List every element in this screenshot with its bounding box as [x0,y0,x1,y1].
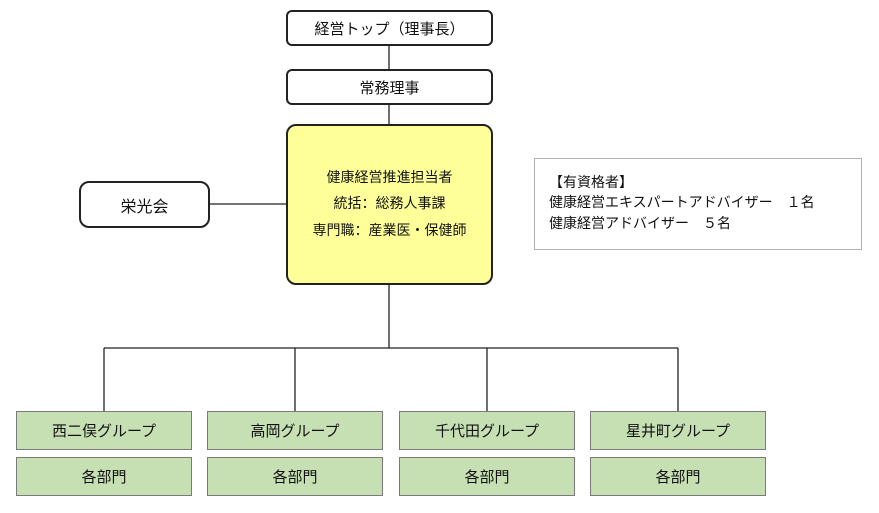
qualified-persons-note: 【有資格者】 健康経営エキスパートアドバイザー １名 健康経営アドバイザー ５名 [534,158,862,250]
health-promotion-specialists: 専門職：産業医・保健師 [312,222,467,239]
eikokai-box: 栄光会 [79,181,210,228]
group-name: 星井町グループ [625,422,731,440]
department-label: 各部門 [272,468,318,486]
department-box: 各部門 [399,457,575,496]
group-box-takaoka: 高岡グループ [207,411,383,450]
group-name: 西二俣グループ [51,422,157,440]
department-box: 各部門 [590,457,766,496]
executive-director-label: 常務理事 [359,78,420,97]
group-name: 高岡グループ [250,422,340,440]
executive-director-box: 常務理事 [286,69,493,105]
department-label: 各部門 [655,468,701,486]
health-promotion-box: 健康経営推進担当者 統括：総務人事課 専門職：産業医・保健師 [286,124,493,285]
department-label: 各部門 [81,468,127,486]
department-box: 各部門 [207,457,383,496]
health-promotion-title: 健康経営推進担当者 [326,169,453,186]
qualified-row-expert: 健康経営エキスパートアドバイザー １名 [549,195,815,212]
qualified-row-advisor: 健康経営アドバイザー ５名 [549,215,731,232]
department-label: 各部門 [464,468,510,486]
group-name: 千代田グループ [434,422,540,440]
eikokai-label: 栄光会 [120,196,169,216]
health-promotion-lead: 統括：総務人事課 [333,196,446,213]
group-box-hoshiicho: 星井町グループ [590,411,766,450]
department-box: 各部門 [16,457,192,496]
top-management-box: 経営トップ（理事長） [286,10,493,46]
qualified-title: 【有資格者】 [549,175,633,191]
group-box-nishifutamata: 西二俣グループ [16,411,192,450]
top-management-label: 経営トップ（理事長） [314,19,465,38]
group-box-chiyoda: 千代田グループ [399,411,575,450]
